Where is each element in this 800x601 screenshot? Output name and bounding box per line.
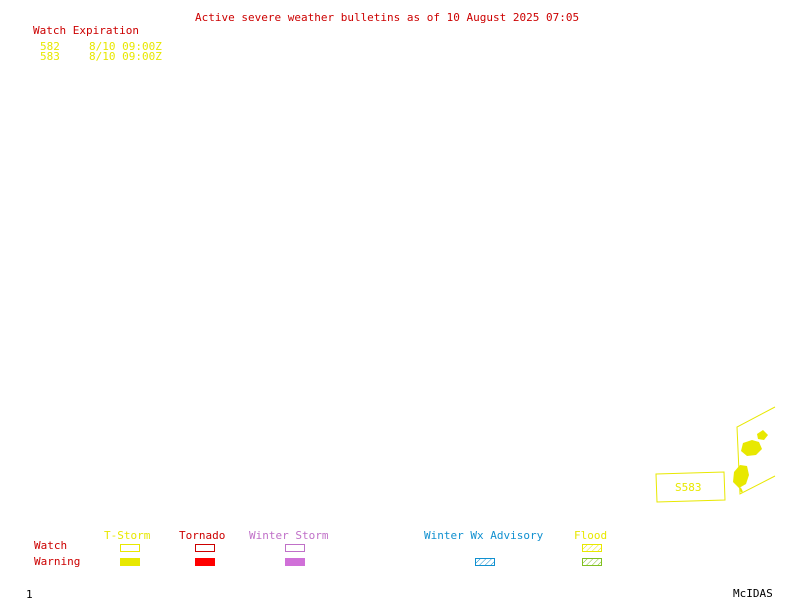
tornado-watch-swatch [195, 544, 215, 552]
tstorm-warning-area [757, 430, 768, 440]
winter-storm-watch-swatch [285, 544, 305, 552]
tornado-warning-swatch [195, 558, 215, 566]
winter-storm-warning-swatch [285, 558, 305, 566]
watch-expiration-time-582: 8/10 09:00Z [89, 40, 162, 53]
watch-582-outline [736, 406, 776, 495]
watch-583-outline [655, 471, 726, 503]
watch-id-582: 582 [40, 40, 60, 53]
flood-warning-swatch [582, 558, 602, 566]
watch-expiration-time-583: 8/10 09:00Z [89, 50, 162, 63]
legend-winter-wx-advisory-label: Winter Wx Advisory [424, 529, 544, 542]
legend-winter-storm-label: Winter Storm [249, 529, 329, 542]
legend-warning-label: Warning [34, 555, 81, 568]
watch-expiration-heading: Watch Expiration [33, 24, 139, 37]
legend-watch-label: Watch [34, 539, 68, 552]
tstorm-warning-swatch [120, 558, 140, 566]
tstorm-watch-swatch [120, 544, 140, 552]
frame-number: 1 [26, 588, 33, 601]
bulletin-title: Active severe weather bulletins as of 10… [195, 11, 580, 24]
flood-watch-swatch [582, 544, 602, 552]
tstorm-warning-area [733, 465, 749, 488]
tstorm-warning-area [741, 440, 762, 456]
watch-id-583: 583 [40, 50, 60, 63]
winter-wx-advisory-swatch [475, 558, 495, 566]
watch-583-label: S583 [675, 481, 702, 494]
warning-tail [739, 487, 743, 493]
software-label: McIDAS [733, 587, 773, 600]
legend-tstorm-label: T-Storm [104, 529, 151, 542]
legend-tornado-label: Tornado [179, 529, 226, 542]
legend-flood-label: Flood [574, 529, 608, 542]
